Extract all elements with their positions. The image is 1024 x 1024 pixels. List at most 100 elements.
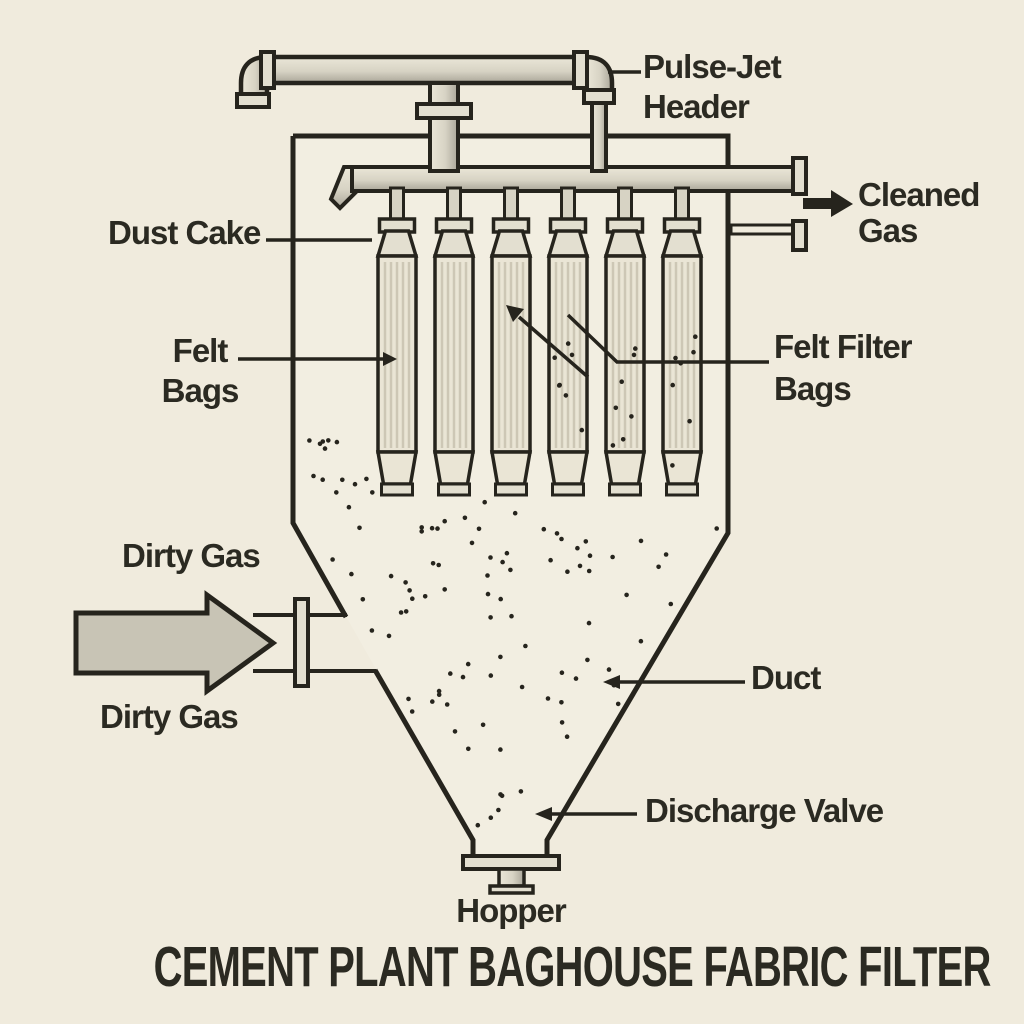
dust-dot [360, 597, 366, 602]
dust-dot [352, 481, 358, 487]
dust-dot [586, 620, 592, 626]
discharge-foot [488, 884, 535, 895]
label-felt-filter-bags-line1: Felt Filter [774, 328, 913, 365]
filter-bag [660, 186, 704, 497]
dust-dot [512, 510, 518, 516]
downpipe-center-collar [415, 102, 473, 120]
housing-wall-left [290, 136, 476, 858]
bag-foot [608, 482, 642, 497]
dust-dot [693, 334, 698, 340]
label-felt-filter-bags: Felt Filter Bags [774, 326, 913, 410]
dust-dot [629, 414, 634, 419]
inlet-duct-walls [253, 613, 376, 673]
dust-dot [615, 701, 621, 707]
bag-taper [603, 450, 647, 486]
dust-dot [317, 441, 323, 447]
dust-dot [403, 580, 408, 585]
dust-dot [465, 661, 471, 667]
dust-dot [559, 720, 565, 725]
dust-dot [523, 643, 528, 649]
bag-neck [432, 229, 476, 258]
dust-dot [498, 654, 503, 660]
dust-dot [482, 499, 488, 505]
dust-dot [559, 536, 564, 542]
dust-dot [480, 722, 486, 728]
dust-dot [559, 670, 565, 675]
dust-dot [430, 699, 435, 704]
dust-dot [452, 729, 458, 734]
dust-dot [346, 504, 352, 510]
dust-dot [340, 477, 345, 483]
dust-dot [577, 563, 583, 569]
bag-stem-pipe [617, 186, 633, 223]
bag-stem-pipe [674, 186, 690, 223]
dust-dot [565, 569, 570, 574]
dust-dot [429, 525, 435, 531]
dust-dot [444, 702, 450, 707]
dust-dot [322, 446, 328, 451]
dust-dot [406, 696, 411, 702]
blow-pipe-flange [791, 156, 808, 196]
dust-dot [656, 564, 661, 570]
filter-bag [375, 186, 419, 497]
dust-dot [462, 515, 468, 521]
housing-wall-top-right [293, 133, 731, 858]
bag-foot [437, 482, 471, 497]
dust-dot [334, 490, 339, 495]
dust-dot [398, 610, 404, 615]
dust-dot [638, 538, 644, 544]
dust-dot [673, 355, 678, 361]
cleaned-gas-outlet [729, 219, 808, 252]
dust-dot [573, 676, 579, 681]
dust-dot [613, 405, 619, 411]
label-pulse-jet-header-line2: Header [643, 88, 750, 125]
filter-bags-group [375, 186, 704, 497]
dust-dot [311, 473, 316, 479]
label-dust-cake: Dust Cake [108, 214, 261, 251]
dust-dot [498, 747, 503, 752]
leader-felt-filter-diag2 [566, 313, 769, 364]
dust-dot [409, 709, 415, 714]
dust-dot [436, 562, 442, 568]
dust-dot [448, 671, 453, 676]
dust-dot [583, 539, 589, 544]
dust-dot [422, 594, 428, 599]
label-duct: Duct [751, 659, 821, 696]
filter-bag [489, 186, 533, 497]
bag-neck [375, 229, 419, 258]
bag-stem-pipe [446, 186, 462, 223]
inlet-flange [293, 597, 310, 688]
leader-felt-filter-diag1 [517, 315, 590, 379]
dust-dot [509, 613, 514, 619]
label-felt-filter-bags-line2: Bags [774, 370, 852, 407]
dust-dot [545, 696, 551, 701]
dust-dot [485, 591, 491, 597]
bag-foot [665, 482, 699, 497]
bag-foot [380, 482, 414, 497]
dust-dot [488, 673, 494, 678]
dust-dot [610, 554, 615, 560]
leader-duct-arrowhead-icon [603, 675, 620, 689]
dust-dot [386, 633, 392, 639]
filter-bag [546, 186, 590, 497]
dust-dot [419, 525, 425, 530]
dust-dot [579, 427, 585, 433]
label-felt-bags: Felt Bags [145, 331, 255, 411]
bag-taper [546, 450, 590, 486]
dust-dot [564, 734, 570, 739]
dust-dot [476, 526, 482, 532]
filter-bag [603, 186, 647, 497]
dust-dots-group [307, 334, 719, 828]
dust-dot [320, 477, 326, 483]
dust-dot [488, 815, 494, 820]
bag-taper [432, 450, 476, 486]
dust-dot [670, 463, 675, 468]
dust-dot [575, 545, 580, 551]
label-dirty-gas-bottom: Dirty Gas [100, 698, 239, 735]
dust-dot [663, 552, 669, 557]
dust-dot [436, 692, 442, 697]
bag-stem-pipe [560, 186, 576, 223]
dust-dot [519, 684, 525, 690]
dust-dot [460, 674, 466, 680]
